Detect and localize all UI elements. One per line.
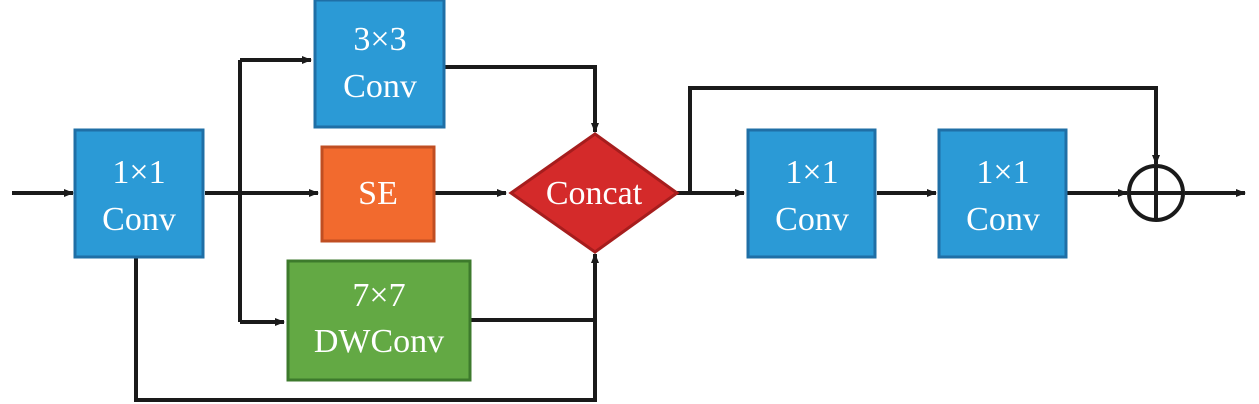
conv-1x1-a-box: [746, 128, 877, 259]
conv-3x3-box: [313, 0, 446, 129]
connections: [12, 56, 1246, 402]
skip-conv-in-to-concat: [134, 257, 597, 402]
conv-1x1-a-line2: Conv: [775, 201, 849, 238]
conv-1x1-b-line1: 1×1: [976, 154, 1029, 191]
dwconv-7x7-line1: 7×7: [352, 277, 405, 314]
arrow-conv3-to-concat: [444, 65, 599, 133]
se-label: SE: [358, 175, 398, 212]
conv-1x1-b-box: [937, 128, 1068, 259]
dwconv-7x7-line2: DWConv: [314, 323, 444, 360]
conv-1x1-b-line2: Conv: [966, 201, 1040, 238]
conv-1x1-a-line1: 1×1: [785, 154, 838, 191]
arrow-dwconv-to-concat: [470, 253, 599, 322]
conv-1x1-input-line1: 1×1: [112, 154, 165, 191]
dwconv-7x7-box: [286, 259, 472, 382]
concat-block: Concat: [508, 132, 680, 254]
se-box: [320, 145, 436, 243]
conv-1x1-input-line2: Conv: [102, 201, 176, 238]
conv-1x1-input-block: 1×1 Conv: [73, 128, 205, 259]
concat-label: Concat: [546, 175, 643, 212]
conv-1x1-a-block: 1×1 Conv: [746, 128, 877, 259]
conv-3x3-line2: Conv: [343, 68, 417, 105]
add-icon: [1127, 164, 1185, 222]
concat-diamond: [508, 132, 680, 254]
conv-1x1-input-box: [73, 128, 205, 259]
conv-3x3-block: 3×3 Conv: [313, 0, 446, 129]
dwconv-7x7-block: 7×7 DWConv: [286, 259, 472, 382]
conv-1x1-b-block: 1×1 Conv: [937, 128, 1068, 259]
se-block: SE: [320, 145, 436, 243]
residual-skip-arrow: [688, 86, 1160, 193]
conv-3x3-line1: 3×3: [353, 21, 406, 58]
